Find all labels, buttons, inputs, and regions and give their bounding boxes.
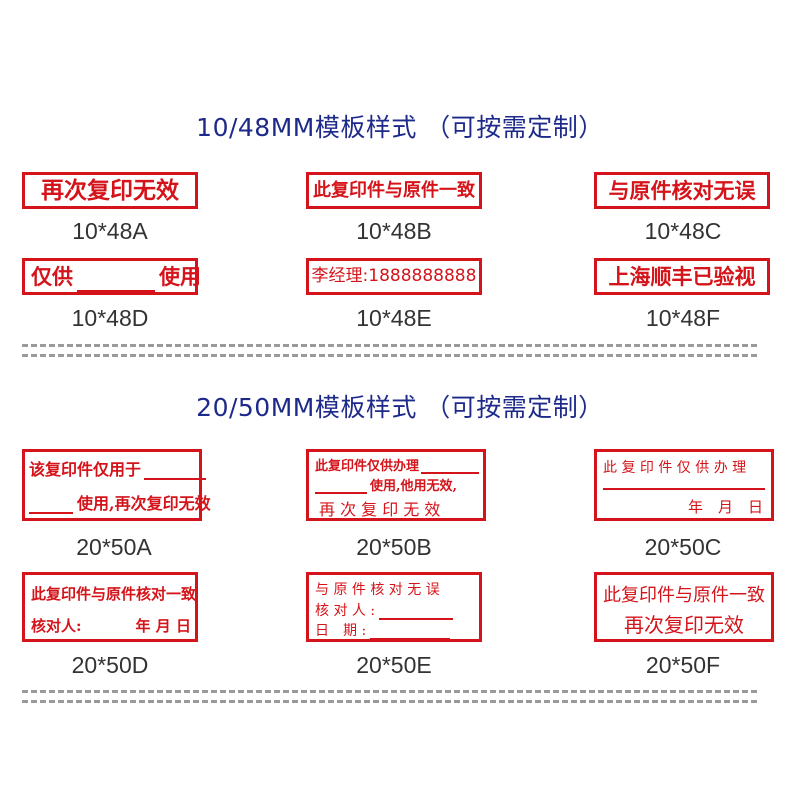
stamp-code: 10*48C (644, 218, 722, 244)
blank-line (370, 624, 451, 640)
stamp-line1: 该复印件仅用于 (29, 460, 142, 479)
stamp-code: 10*48E (356, 305, 432, 331)
stamp-line2: 再次复印无效 (624, 613, 744, 637)
stamp-10x48a: 再次复印无效 (22, 172, 198, 209)
stamp-line1: 此复印件仅供办理 (315, 459, 420, 474)
blank-line (144, 460, 207, 480)
stamp-line3: 再 次 复 印 无 效 (319, 500, 441, 519)
blank-line (315, 478, 367, 494)
blank-line (421, 458, 480, 474)
stamp-code: 10*48B (356, 218, 432, 244)
stamp-10x48b: 此复印件与原件一致 (306, 172, 482, 209)
section2-title: 20/50MM模板样式 （可按需定制） (196, 393, 604, 422)
stamp-line2-date: 年 月 日 (135, 617, 191, 635)
stamp-code: 20*50C (644, 534, 722, 560)
stamp-10x48e: 李经理:1888888888 (306, 258, 482, 295)
stamp-code: 20*50F (645, 652, 721, 678)
stamp-line2: 核 对 人 : (315, 603, 376, 619)
stamp-text-left: 仅供 (31, 264, 73, 289)
section1-title: 10/48MM模板样式 （可按需定制） (196, 113, 604, 142)
stamp-line1: 此 复 印 件 仅 供 办 理 (603, 460, 747, 476)
blank-line (603, 480, 765, 490)
stamp-20x50e: 与 原 件 核 对 无 误 核 对 人 : 日 期 : (306, 572, 482, 642)
stamp-code: 20*50D (71, 652, 149, 678)
stamp-10x48f: 上海顺丰已验视 (594, 258, 770, 295)
stamp-20x50f: 此复印件与原件一致 再次复印无效 (594, 572, 774, 642)
divider (22, 354, 757, 357)
stamp-line2: 使用,再次复印无效 (77, 494, 211, 513)
blank-line (77, 268, 155, 292)
blank-line (379, 604, 454, 620)
stamp-text-right: 使用 (159, 264, 201, 289)
stamp-20x50d: 此复印件与原件核对一致 核对人: 年 月 日 (22, 572, 198, 642)
stamp-code: 20*50A (76, 534, 152, 560)
stamp-10x48c: 与原件核对无误 (594, 172, 770, 209)
divider (22, 700, 757, 703)
blank-line (29, 494, 73, 514)
stamp-line3: 日 期 : (315, 623, 367, 639)
stamp-line1: 与 原 件 核 对 无 误 (315, 582, 440, 598)
stamp-20x50a: 该复印件仅用于 使用,再次复印无效 (22, 449, 211, 521)
stamp-text: 与原件核对无误 (608, 178, 756, 203)
stamp-line1: 此复印件与原件核对一致 (31, 585, 197, 603)
stamp-line2: 年 月 日 (687, 498, 763, 516)
stamp-code: 20*50B (356, 534, 432, 560)
stamp-line1: 此复印件与原件一致 (603, 585, 765, 606)
stamp-text: 此复印件与原件一致 (313, 180, 475, 201)
stamp-code: 10*48A (72, 218, 148, 244)
stamp-10x48d: 仅供 使用 (22, 258, 201, 295)
divider (22, 690, 757, 693)
stamp-20x50b: 此复印件仅供办理 使用,他用无效, 再 次 复 印 无 效 (306, 449, 486, 521)
stamp-code: 10*48F (645, 305, 721, 331)
stamp-line2-label: 核对人: (31, 617, 82, 635)
stamp-20x50c: 此 复 印 件 仅 供 办 理 年 月 日 (594, 449, 774, 521)
divider (22, 344, 757, 347)
stamp-code: 20*50E (356, 652, 432, 678)
stamp-text: 再次复印无效 (41, 177, 179, 204)
stamp-code: 10*48D (71, 305, 149, 331)
stamp-line2: 使用,他用无效, (370, 479, 458, 494)
stamp-text: 李经理:1888888888 (311, 266, 477, 286)
stamp-text: 上海顺丰已验视 (608, 264, 756, 289)
